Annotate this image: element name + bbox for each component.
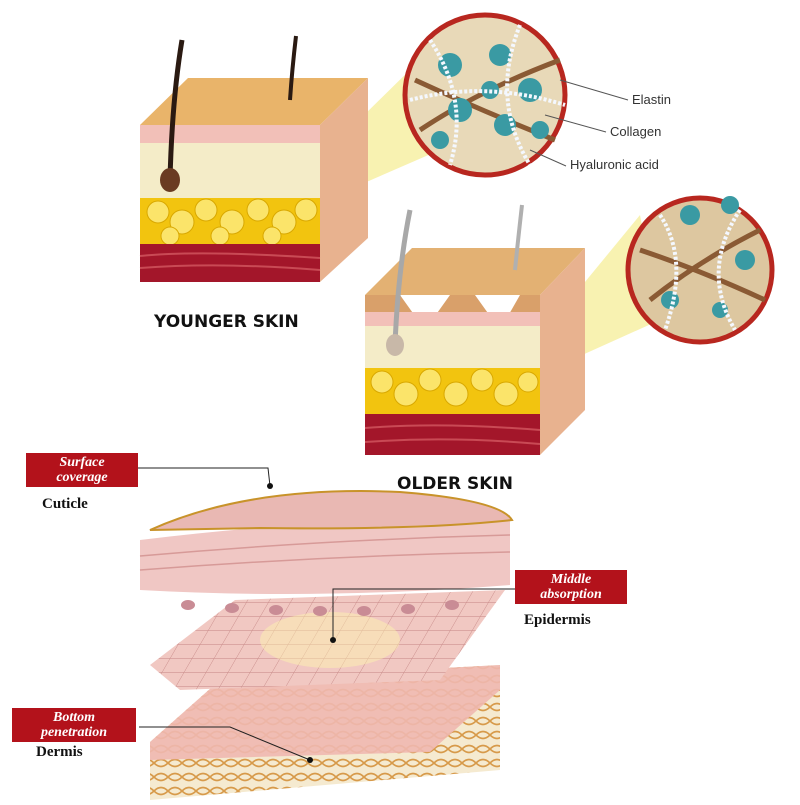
younger-epidermis (140, 125, 320, 143)
younger-right-side (320, 78, 368, 282)
layer-pointer-lines (138, 467, 515, 761)
molecule-leader-lines (529, 79, 629, 167)
younger-muscle-layer (140, 244, 320, 282)
middle-tag-line2: absorption (540, 587, 602, 602)
older-skin-block (364, 204, 660, 455)
middle-absorption-tag: Middle absorption (515, 570, 627, 604)
younger-top-surface (140, 78, 368, 125)
middle-tag-line1: Middle (550, 572, 592, 587)
elastin-label: Elastin (632, 92, 672, 107)
hyaluronic-acid-label: Hyaluronic acid (570, 157, 659, 172)
surface-tag-line2: coverage (56, 470, 108, 485)
younger-skin-block (139, 35, 440, 282)
older-epidermis (365, 312, 540, 326)
older-skin-label: OLDER SKIN (397, 474, 513, 494)
older-top-surface (365, 248, 585, 295)
younger-molecule-callout (402, 12, 568, 178)
younger-hair-bulb (160, 168, 180, 192)
epidermis-layers (140, 515, 510, 594)
layered-skin-stack (139, 490, 514, 800)
surface-tag-line1: Surface (59, 455, 105, 470)
older-molecule-callout (625, 195, 775, 345)
bottom-tag-line1: Bottom (52, 710, 95, 725)
epidermis-grid-sheet (150, 590, 505, 690)
cuticle-label: Cuticle (42, 496, 88, 512)
bottom-tag-line2: penetration (40, 725, 108, 740)
collagen-label: Collagen (610, 124, 662, 139)
younger-skin-label: YOUNGER SKIN (154, 312, 299, 332)
younger-hair (167, 39, 185, 181)
layer-pointer-dots (267, 483, 336, 763)
older-right-side (540, 248, 585, 455)
epidermis-label: Epidermis (524, 612, 591, 628)
older-muscle-layer (365, 414, 540, 455)
older-hair (392, 209, 413, 346)
dermis-label: Dermis (36, 744, 83, 760)
surface-coverage-tag: Surface coverage (26, 453, 138, 487)
bottom-penetration-tag: Bottom penetration (12, 708, 136, 742)
cuticle-film (149, 490, 514, 531)
